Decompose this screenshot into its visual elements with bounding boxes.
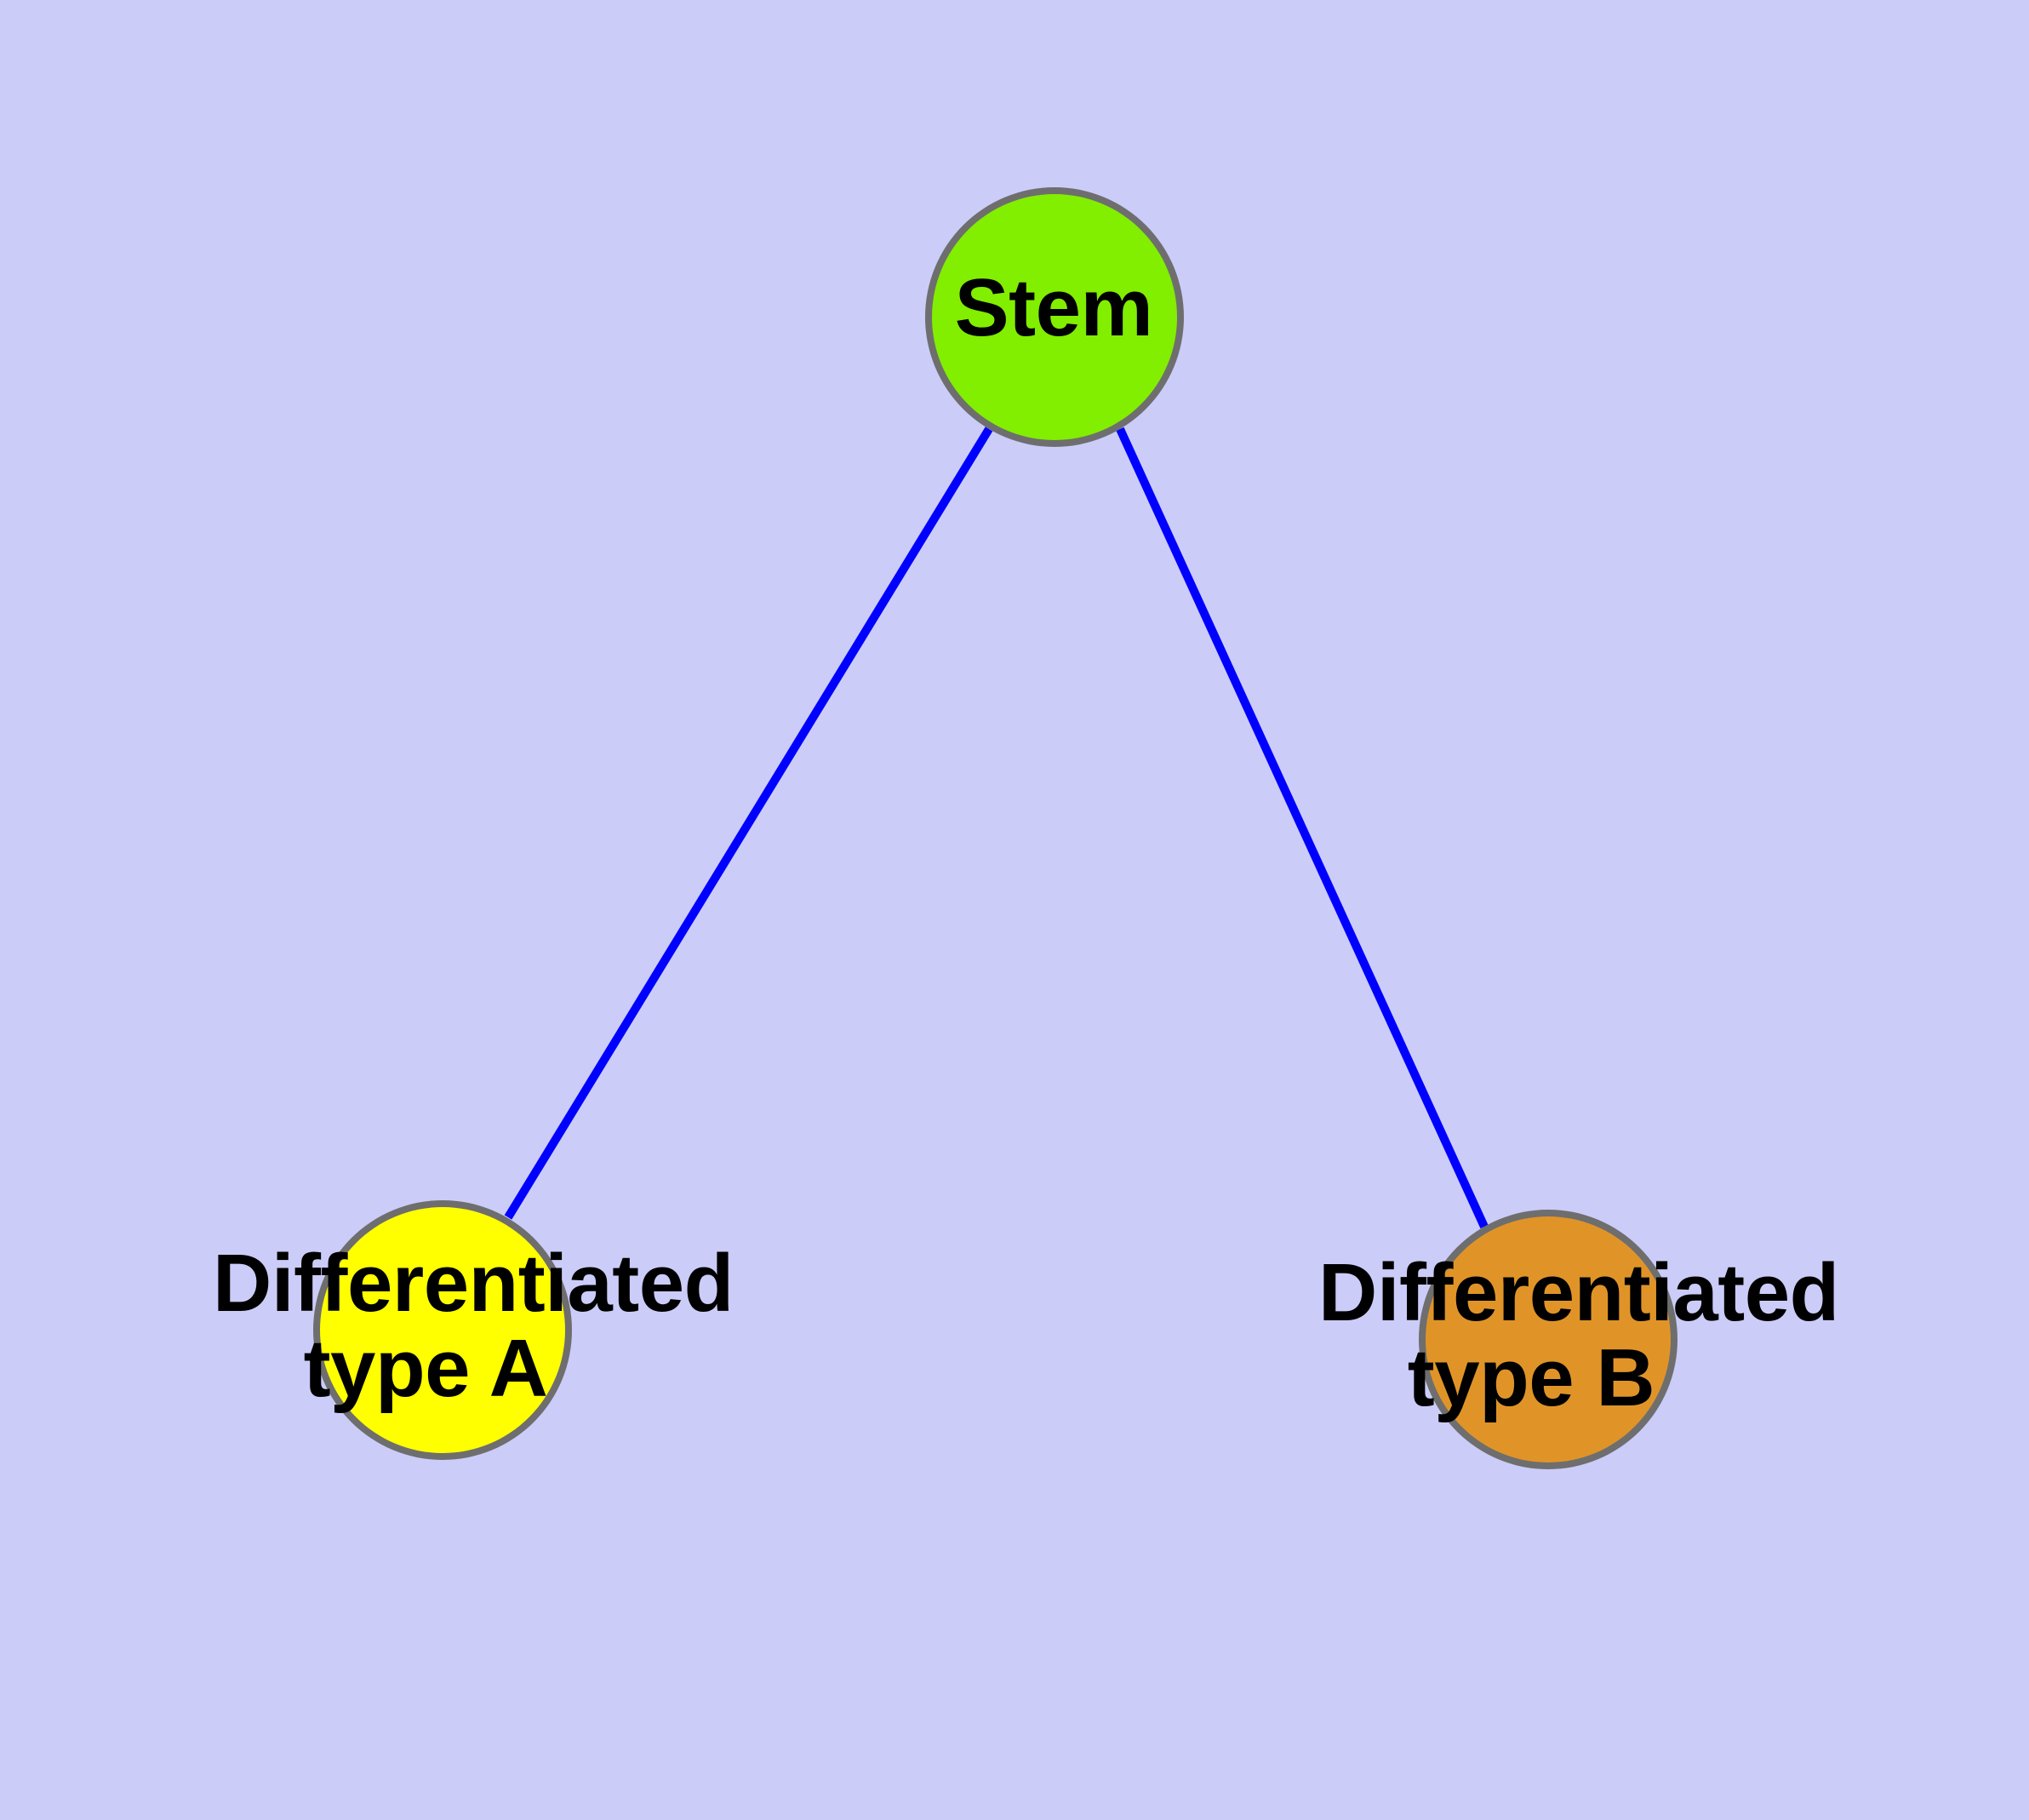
node-differentiated-type-a[interactable] bbox=[313, 1200, 572, 1460]
edge-stem-to-type-a[interactable] bbox=[504, 426, 993, 1220]
edge-stem-to-type-b[interactable] bbox=[1116, 426, 1489, 1229]
node-stem[interactable] bbox=[925, 187, 1184, 447]
node-differentiated-type-b[interactable] bbox=[1419, 1210, 1677, 1469]
